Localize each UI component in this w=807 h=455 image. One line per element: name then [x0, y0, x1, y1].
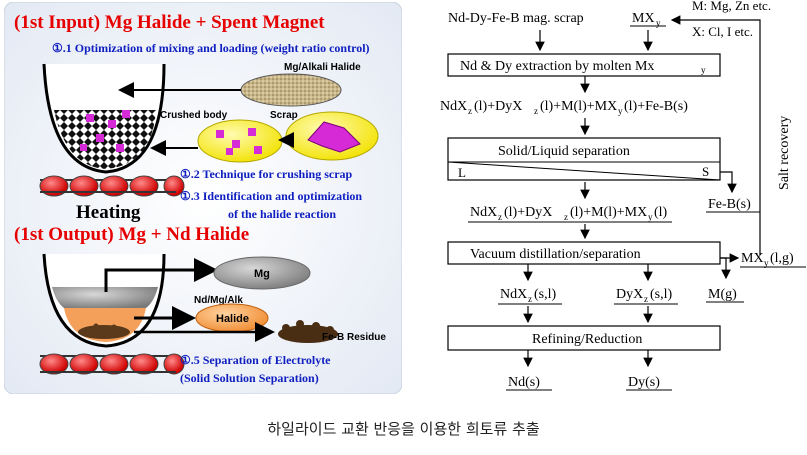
sep-s-label: S — [702, 164, 709, 179]
nd-mg-alk-label-line2: Halide — [216, 313, 249, 325]
svg-text:(l)+DyX: (l)+DyX — [504, 205, 552, 220]
nd-mg-alk-label-line1: Nd/Mg/Alk — [194, 295, 243, 306]
extraction-sub: y — [701, 65, 706, 75]
step-1-2: ①.2 Technique for crushing scrap — [180, 167, 353, 181]
svg-text:y: y — [648, 212, 653, 222]
svg-text:z: z — [564, 212, 568, 222]
svg-text:(l)+M(l)+MX: (l)+M(l)+MX — [570, 205, 647, 220]
step-1-3-line1: ①.3 Identification and optimization — [180, 189, 362, 203]
crushed-body-label: Crushed body — [160, 110, 228, 121]
nd-output: Nd(s) — [508, 375, 540, 390]
svg-text:MX: MX — [741, 251, 764, 266]
step-1-3-line2: of the halide reaction — [228, 207, 336, 221]
dy-output: Dy(s) — [628, 375, 660, 390]
arrow-s-feb — [720, 171, 737, 194]
flowchart: Nd-Dy-Fe-B mag. scrap MX y M: Mg, Zn etc… — [410, 0, 807, 400]
mg-output: M(g) — [708, 287, 737, 302]
svg-text:NdX: NdX — [470, 205, 497, 220]
refining-label: Refining/Reduction — [532, 332, 642, 347]
arrow-vacuum-mg — [720, 257, 731, 280]
extraction-label: Nd & Dy extraction by molten Mx — [460, 59, 654, 74]
scrap-magnet — [307, 121, 361, 153]
svg-text:(l,g): (l,g) — [770, 251, 794, 266]
heater-coils-top — [39, 175, 185, 197]
mg-label: Mg — [254, 268, 270, 280]
crushed-pieces — [216, 128, 262, 155]
separation-box — [447, 137, 721, 181]
reaction-1: NdX z (l)+DyX z (l)+M(l)+MX y (l)+Fe-B(s… — [440, 99, 688, 116]
crucible-contents — [54, 110, 156, 169]
residue-pile — [278, 320, 338, 343]
mg-layer — [52, 287, 158, 308]
svg-text:(s,l): (s,l) — [534, 287, 557, 302]
heater-coils-bottom — [39, 353, 185, 375]
residue-layer — [78, 323, 130, 339]
extraction-box — [447, 53, 721, 77]
svg-text:(l)+Fe-B(s): (l)+Fe-B(s) — [624, 99, 688, 114]
svg-text:NdX: NdX — [500, 287, 527, 302]
svg-text:y: y — [618, 106, 623, 116]
svg-text:z: z — [534, 106, 538, 116]
legend-line2: X: Cl, I etc. — [692, 24, 753, 39]
svg-text:DyX: DyX — [616, 287, 643, 302]
svg-text:z: z — [644, 294, 648, 304]
svg-text:MX: MX — [632, 11, 655, 26]
step-1-5-line2: (Solid Solution Separation) — [180, 371, 319, 385]
vacuum-label: Vacuum distillation/separation — [470, 247, 641, 262]
svg-text:z: z — [498, 212, 502, 222]
mxy-top-node: MX y — [630, 11, 666, 28]
scrap-node: Nd-Dy-Fe-B mag. scrap — [448, 11, 584, 26]
dyxz-node: DyX z (s,l) — [614, 287, 678, 305]
svg-text:(l): (l) — [654, 205, 668, 220]
svg-text:(l)+DyX: (l)+DyX — [474, 99, 522, 114]
mg-blob — [213, 256, 311, 290]
svg-text:y: y — [656, 18, 661, 28]
svg-text:y: y — [764, 258, 769, 268]
fe-b-residue-label: Fe-B Residue — [322, 332, 386, 343]
process-illustration: (1st Input) Mg Halide + Spent Magnet ①.1… — [3, 1, 403, 395]
magnet-pieces — [80, 110, 130, 152]
sep-l-label: L — [458, 165, 466, 180]
vacuum-box — [447, 241, 721, 265]
legend-line1: M: Mg, Zn etc. — [692, 0, 771, 13]
mg-alkali-halide-label: Mg/Alkali Halide — [284, 62, 361, 73]
feb-output: Fe-B(s) — [708, 197, 751, 212]
mxy-lg-output: MX y (l,g) — [740, 251, 806, 268]
refining-box — [447, 325, 721, 351]
reaction-2: NdX z (l)+DyX z (l)+M(l)+MX y (l) — [468, 205, 672, 223]
step-1-1: ①.1 Optimization of mixing and loading (… — [52, 41, 370, 55]
mg-alkali-halide-blob — [240, 73, 342, 107]
output-title: (1st Output) Mg + Nd Halide — [14, 224, 249, 245]
figure-caption: 하일라이드 교환 반응을 이용한 희토류 추출 — [267, 420, 540, 438]
svg-text:z: z — [468, 106, 472, 116]
svg-text:NdX: NdX — [440, 99, 467, 114]
heating-label: Heating — [76, 202, 141, 223]
separation-slope — [447, 161, 721, 181]
input-title: (1st Input) Mg Halide + Spent Magnet — [14, 12, 325, 33]
svg-text:z: z — [528, 294, 532, 304]
salt-recovery-label: Salt recovery — [777, 116, 792, 190]
svg-text:(l)+M(l)+MX: (l)+M(l)+MX — [540, 99, 617, 114]
step-1-5-line1: ①.5 Separation of Electrolyte — [180, 353, 331, 367]
ndxz-node: NdX z (s,l) — [498, 287, 562, 305]
separation-label: Solid/Liquid separation — [498, 144, 630, 159]
svg-text:(s,l): (s,l) — [650, 287, 673, 302]
scrap-label: Scrap — [270, 110, 298, 121]
salt-recovery-loop — [670, 15, 761, 255]
mg-arrow — [104, 258, 218, 292]
